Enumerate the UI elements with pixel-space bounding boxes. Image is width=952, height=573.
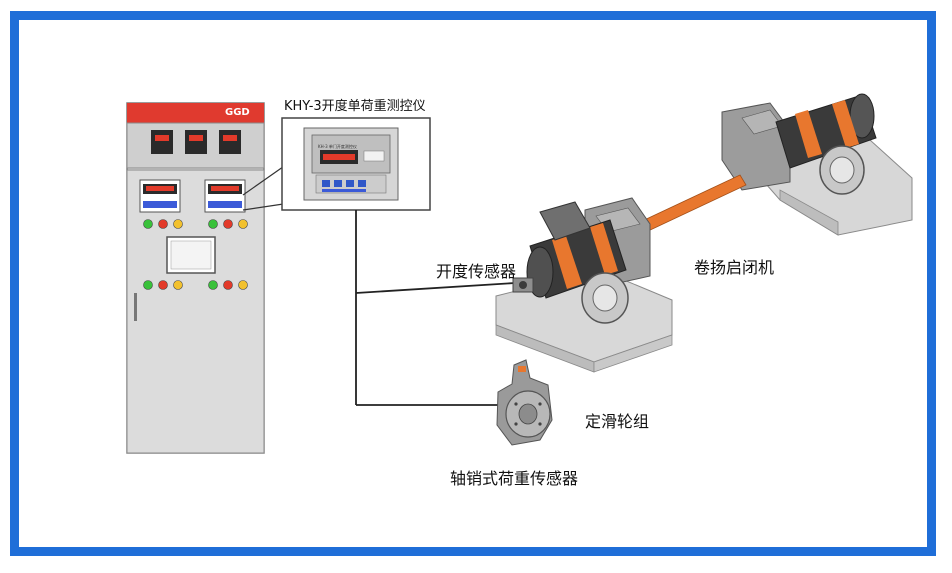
opening-sensor-label: 开度传感器 (436, 262, 517, 281)
instrument-title: KHY-3开度单荷重测控仪 (284, 99, 426, 114)
instrument-panel-small-title: KH-3 单门开度测控仪 (318, 144, 357, 149)
hoist-machine (495, 93, 913, 373)
instrument-callout (281, 117, 431, 211)
control-cabinet (126, 102, 265, 454)
hoist-label: 卷扬启闭机 (694, 258, 775, 277)
signal-wiring (355, 210, 516, 406)
pin-load-sensor (496, 359, 553, 446)
fixed-pulley-label: 定滑轮组 (585, 412, 650, 431)
pin-sensor-label: 轴销式荷重传感器 (450, 469, 579, 488)
cabinet-brand-label: GGD (225, 107, 250, 118)
